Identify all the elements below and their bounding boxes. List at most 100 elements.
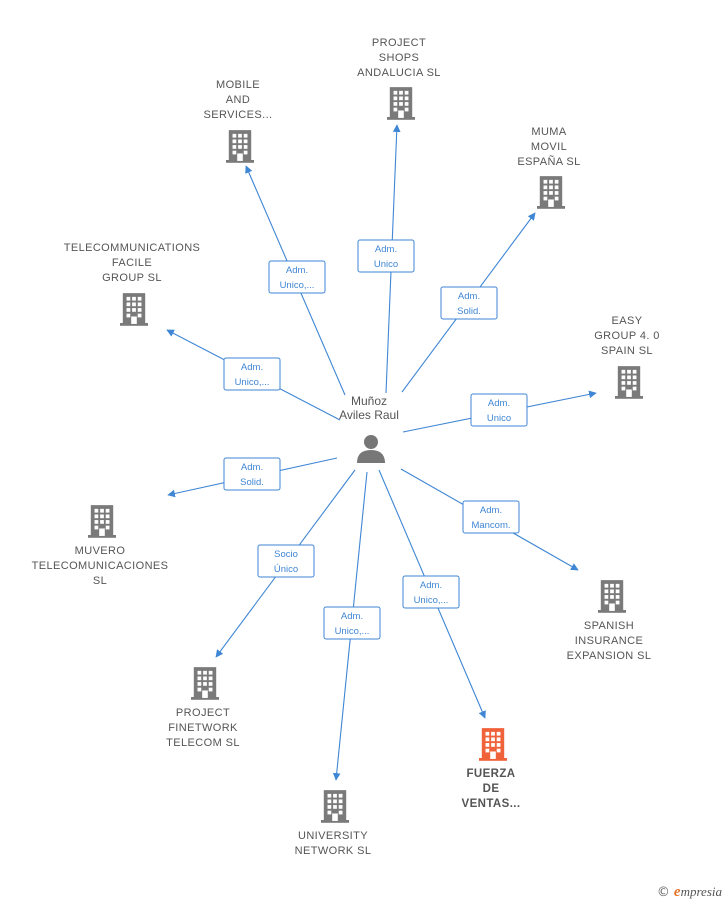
- company-name-line: VENTAS...: [462, 798, 521, 810]
- company-name-line: GROUP SL: [102, 272, 162, 284]
- company-name-line: FACILE: [112, 257, 152, 269]
- role-label-text: Mancom.: [471, 520, 510, 531]
- nodes-layer: PROJECT SHOPS ANDALUCIA SL MOBILE AND SERVICE…: [32, 37, 660, 857]
- role-label-text: Adm.: [241, 362, 263, 373]
- company-name-line: EXPANSION SL: [567, 650, 652, 662]
- role-label-text: Adm.: [375, 244, 397, 255]
- edge-easy-group-4-0-spain: Adm. Unico: [402, 390, 597, 433]
- role-label-box[interactable]: Adm. Solid.: [223, 457, 281, 491]
- company-name-line: FUERZA: [466, 768, 515, 780]
- role-label-text: Socio: [274, 549, 298, 560]
- company-name-line: ANDALUCIA SL: [357, 67, 441, 79]
- edge-spanish-insurance-expansion: Adm. Mancom.: [400, 468, 579, 571]
- role-label-text: Unico,...: [280, 280, 315, 291]
- company-name-line: ESPAÑA SL: [517, 155, 580, 168]
- brand-rest: mpresia: [680, 884, 722, 899]
- company-name-line: AND: [226, 94, 250, 106]
- role-label-text: Adm.: [488, 398, 510, 409]
- role-label-border: [223, 457, 281, 491]
- company-name-line: DE: [483, 783, 500, 795]
- building-icon: [226, 130, 254, 163]
- person-icon: [357, 435, 385, 463]
- edge-telecommunications-facile-group: Adm. Unico,...: [166, 329, 341, 421]
- edge-muvero-telecomunicaciones: Adm. Solid.: [167, 457, 338, 498]
- role-label-box[interactable]: Adm. Unico,...: [268, 260, 326, 294]
- company-node-mobile-and-services[interactable]: MOBILE AND SERVICES...: [204, 79, 273, 163]
- company-node-fuerza-de-ventas[interactable]: FUERZA DE VENTAS...: [462, 728, 521, 810]
- role-label-text: Adm.: [241, 462, 263, 473]
- role-label-box[interactable]: Adm. Unico: [470, 393, 528, 427]
- role-label-text: Unico: [487, 413, 511, 424]
- role-label-box[interactable]: Adm. Mancom.: [462, 500, 520, 534]
- role-label-border: [462, 500, 520, 534]
- building-icon: [479, 728, 507, 761]
- building-icon: [191, 667, 219, 700]
- role-label-box[interactable]: Adm. Unico,...: [223, 357, 281, 391]
- company-node-project-shops-andalucia[interactable]: PROJECT SHOPS ANDALUCIA SL: [357, 37, 441, 120]
- role-label-border: [402, 575, 460, 609]
- building-icon: [615, 366, 643, 399]
- role-label-text: Solid.: [240, 477, 264, 488]
- company-name-line: PROJECT: [372, 37, 426, 49]
- copyright-symbol: ©: [656, 885, 670, 900]
- edge-project-shops-andalucia: Adm.Unico: [357, 124, 415, 394]
- role-label-text: Unico,...: [414, 595, 449, 606]
- building-icon: [387, 87, 415, 120]
- company-name-line: SHOPS: [379, 52, 420, 64]
- company-node-muma-movil-espana[interactable]: MUMA MOVIL ESPAÑA SL: [517, 126, 580, 209]
- person-name-line: Aviles Raul: [339, 408, 399, 422]
- role-label-box[interactable]: Adm.Unico,...: [323, 606, 381, 640]
- company-name-line: MOBILE: [216, 79, 260, 91]
- company-name-line: MUMA: [531, 126, 566, 138]
- edge-university-network: Adm.Unico,...: [323, 471, 381, 781]
- role-label-border: [470, 393, 528, 427]
- company-name-line: GROUP 4. 0: [594, 330, 660, 342]
- role-label-box[interactable]: Adm.Unico: [357, 239, 415, 273]
- company-node-university-network[interactable]: UNIVERSITY NETWORK SL: [295, 790, 372, 857]
- edge-mobile-and-services: Adm. Unico,...: [245, 165, 346, 396]
- building-icon: [537, 176, 565, 209]
- role-label-text: Unico,...: [235, 377, 270, 388]
- company-name-line: NETWORK SL: [295, 845, 372, 857]
- role-label-text: Unico,...: [335, 626, 370, 637]
- role-label-border: [268, 260, 326, 294]
- role-label-border: [257, 544, 315, 578]
- company-name-line: UNIVERSITY: [298, 830, 368, 842]
- role-label-text: Adm.: [458, 291, 480, 302]
- edge-muma-movil-espana: Adm.Solid.: [401, 212, 536, 393]
- company-name-line: TELECOMMUNICATIONS: [64, 242, 201, 254]
- empresia-logo[interactable]: ©empresia: [657, 884, 722, 901]
- company-name-line: INSURANCE: [575, 635, 643, 647]
- company-name-line: SL: [93, 575, 107, 587]
- company-name-line: EASY: [612, 315, 643, 327]
- company-name-line: MOVIL: [531, 141, 567, 153]
- edges-layer: Adm.UnicoAdm.Unico,...Adm.Solid.Adm.Unic…: [166, 124, 597, 781]
- role-label-border: [357, 239, 415, 273]
- company-name-line: PROJECT: [176, 707, 230, 719]
- company-name-line: TELECOM SL: [166, 737, 240, 749]
- building-icon: [88, 505, 116, 538]
- role-label-text: Único: [274, 564, 298, 575]
- role-label-box[interactable]: Adm. Unico,...: [402, 575, 460, 609]
- building-icon: [598, 580, 626, 613]
- company-node-telecommunications-facile-group[interactable]: TELECOMMUNICATIONS FACILE GROUP SL: [64, 242, 201, 326]
- brand-initial: e: [673, 884, 681, 900]
- person-name-line: Muñoz: [351, 394, 387, 408]
- role-label-box[interactable]: Adm.Solid.: [440, 286, 498, 320]
- company-name-line: MUVERO: [75, 545, 126, 557]
- role-label-text: Adm.: [420, 580, 442, 591]
- company-name-line: SERVICES...: [204, 109, 273, 121]
- edge-fuerza-de-ventas: Adm. Unico,...: [378, 469, 486, 719]
- role-label-text: Adm.: [480, 505, 502, 516]
- role-label-border: [223, 357, 281, 391]
- role-label-text: Adm.: [286, 265, 308, 276]
- role-label-border: [323, 606, 381, 640]
